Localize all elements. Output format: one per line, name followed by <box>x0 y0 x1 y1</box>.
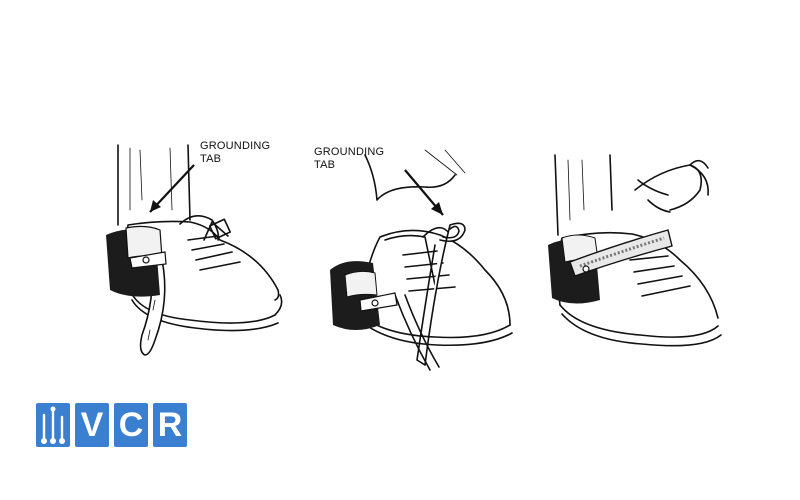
shoe-with-heel-strap-1 <box>106 144 283 356</box>
logo-tile-r: R <box>153 403 187 447</box>
test-tube-icon <box>41 406 65 444</box>
logo-tile-c: C <box>114 403 148 447</box>
grounding-tab <box>569 229 673 277</box>
callout-line1: GROUNDING <box>314 146 385 158</box>
logo-letter-v: V <box>80 406 104 444</box>
logo-letter-c: C <box>118 406 144 444</box>
grounding-tab-label-1: GROUNDING TAB <box>200 140 270 166</box>
callout-line2: TAB <box>200 153 222 165</box>
logo-tile-v: V <box>75 403 109 447</box>
callout-line1: GROUNDING <box>200 140 271 152</box>
shoe-with-heel-strap-3 <box>548 154 722 347</box>
grounding-tab-label-2: GROUNDING TAB <box>314 146 384 172</box>
grounding-tab <box>359 292 398 312</box>
shoe-with-heel-strap-2 <box>330 149 513 371</box>
step-1-illustration <box>100 140 300 370</box>
callout-line2: TAB <box>314 159 336 171</box>
logo-tile-icon <box>36 403 70 447</box>
step-3-illustration <box>540 150 740 360</box>
step-2-illustration <box>325 145 525 375</box>
logo-letter-r: R <box>157 406 183 444</box>
